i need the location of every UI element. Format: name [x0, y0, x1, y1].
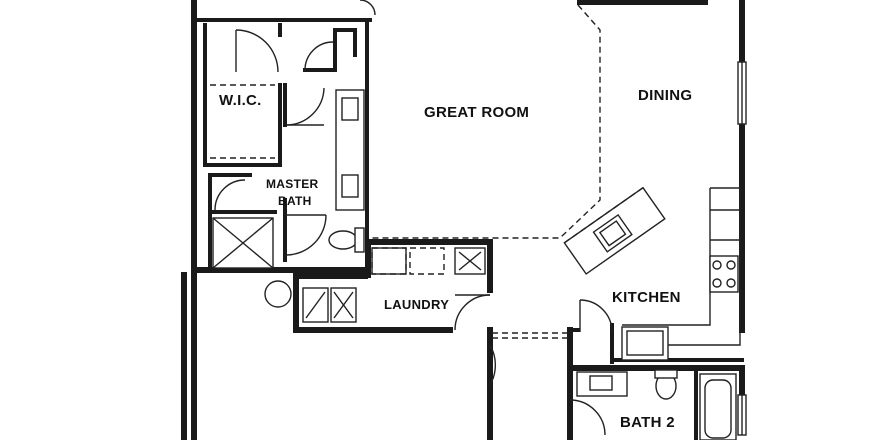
- laundry-fixtures: [302, 247, 486, 323]
- wic-label: W.I.C.: [219, 92, 262, 109]
- kitchen-label: KITCHEN: [612, 289, 681, 306]
- dining-label: DINING: [638, 87, 693, 104]
- kitchen-fixtures: [563, 186, 741, 361]
- master-bath-fixtures: [212, 89, 365, 308]
- master-bath-label-line1: MASTER: [266, 177, 319, 191]
- laundry-label: LAUNDRY: [384, 297, 450, 312]
- exterior-walls: [181, 0, 745, 440]
- interior-walls: [191, 18, 745, 440]
- bath2-label: BATH 2: [620, 414, 675, 431]
- master-bath-label-line2: BATH: [278, 194, 312, 208]
- doors: [214, 0, 613, 436]
- great-room-label: GREAT ROOM: [424, 104, 530, 121]
- bath2-fixtures: [576, 369, 737, 440]
- windows: [737, 61, 747, 436]
- dashed-lines: [210, 4, 601, 339]
